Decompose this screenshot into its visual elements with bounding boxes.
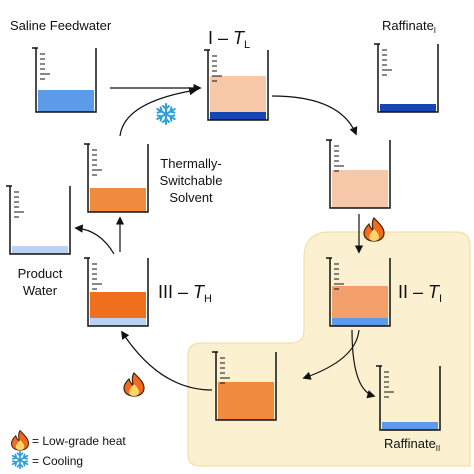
- legend-cooling-label: = Cooling: [32, 454, 83, 468]
- stage-two-solvent-fill: [332, 286, 388, 318]
- flame-icon: [363, 217, 385, 242]
- stage-three-water-fill: [90, 318, 146, 326]
- label-stage-one: I – TL: [208, 28, 250, 51]
- arrow-stage-three-to-product: [74, 224, 115, 255]
- label-product-line1: Product: [18, 266, 63, 281]
- label-product-line2: Water: [23, 283, 58, 298]
- arrow-stage-two-to-heated: [302, 329, 360, 380]
- cooled-mixture-fill: [332, 170, 388, 208]
- stage-one-brine-fill: [210, 112, 266, 120]
- beaker-raffinate-two: [376, 365, 441, 431]
- label-thermally-switchable-line2: Switchable: [160, 173, 223, 188]
- beaker-heated-solvent: [212, 351, 277, 421]
- beaker-stage-two: [326, 257, 391, 327]
- label-stage-three: III – TH: [158, 282, 212, 305]
- arrow-heated-to-stage-three: [121, 330, 213, 391]
- beaker-product-water: [6, 185, 71, 255]
- stage-one-solvent-fill: [210, 76, 266, 112]
- label-thermally-switchable-line1: Thermally-: [160, 156, 221, 171]
- label-stage-two: II – TI: [398, 282, 442, 305]
- label-raffinate-one: RaffinateI: [382, 18, 436, 35]
- arrow-stage-one-to-cooled: [271, 95, 358, 136]
- stage-three-solvent-fill: [90, 292, 146, 318]
- beaker-stage-three: [84, 257, 149, 327]
- flame-icon: [123, 372, 145, 397]
- label-saline-feedwater: Saline Feedwater: [10, 18, 112, 33]
- heated-stage-region: [187, 231, 471, 467]
- beaker-raffinate-one: [374, 43, 439, 113]
- flow-arrows: [74, 83, 376, 399]
- snowflake-icon: [11, 450, 29, 470]
- raffinate-one-fill: [380, 104, 436, 112]
- legend-heat-label: = Low-grade heat: [32, 434, 126, 448]
- beaker-saline-feedwater: [32, 47, 97, 113]
- snowflake-icon: [156, 103, 176, 125]
- heated-solvent-fill: [218, 382, 274, 420]
- product-water-fill: [12, 246, 68, 254]
- arrow-solvent-to-stage-one: [119, 86, 198, 137]
- flame-icon: [10, 430, 30, 451]
- arrow-stage-two-to-raffinate: [351, 329, 376, 399]
- saline-water-fill: [38, 90, 94, 112]
- beaker-stage-one: [204, 49, 269, 121]
- legend: = Low-grade heat = Cooling: [10, 430, 126, 470]
- label-raffinate-two: RaffinateII: [384, 436, 440, 453]
- label-thermally-switchable-line3: Solvent: [169, 190, 213, 205]
- solvent-fill: [90, 188, 146, 212]
- raffinate-two-fill: [382, 422, 438, 430]
- beaker-thermally-switchable-solvent: [84, 143, 149, 213]
- beaker-cooled-mixture: [326, 139, 391, 209]
- stage-two-water-fill: [332, 318, 388, 326]
